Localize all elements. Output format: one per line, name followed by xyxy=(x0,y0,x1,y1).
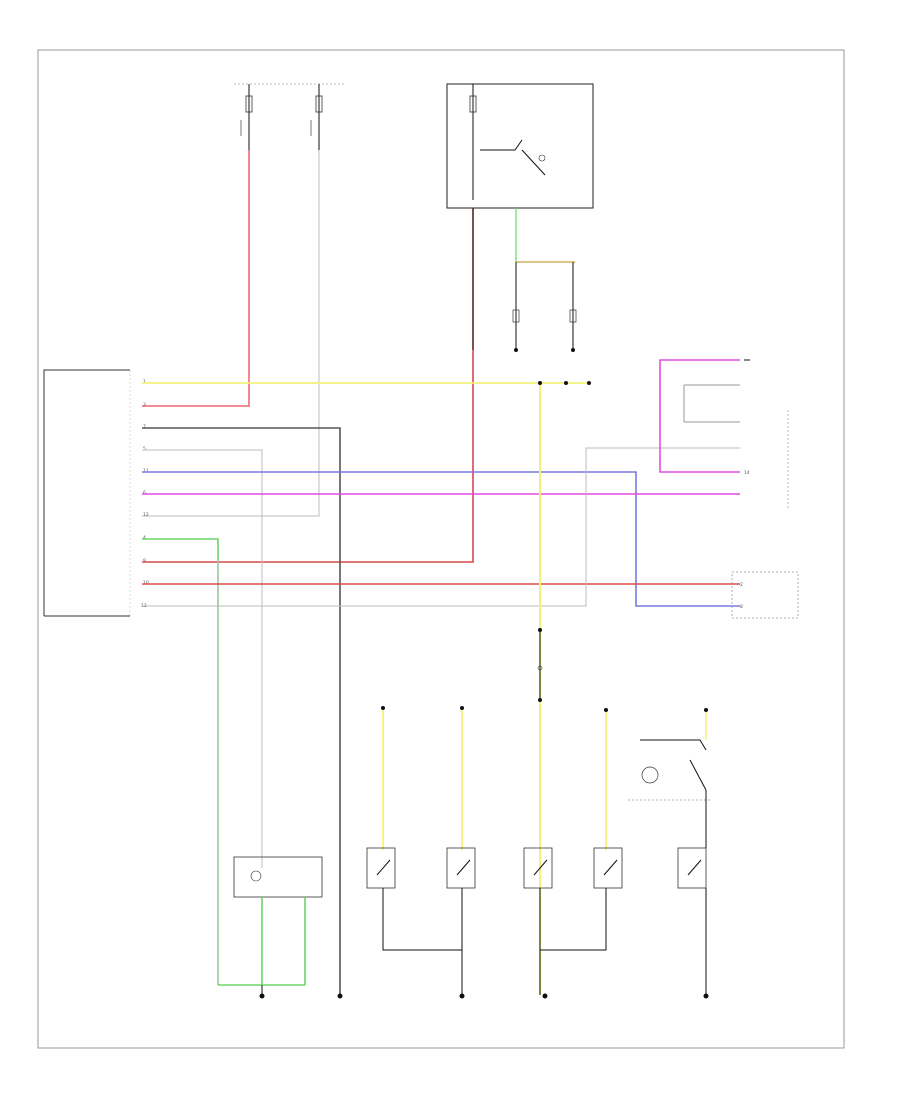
wire-dark xyxy=(142,427,341,995)
switch-row xyxy=(366,708,707,995)
pin-label: 7 xyxy=(143,424,146,430)
wire-gray-pin13 xyxy=(142,447,740,607)
diagram-border xyxy=(37,49,845,1049)
junction-box-top xyxy=(446,83,594,209)
pin-label: 6 xyxy=(143,490,146,496)
pin-label: 12 xyxy=(143,512,149,518)
wire-gray-pin7 xyxy=(142,449,263,868)
relay-box-lower-left xyxy=(218,856,323,995)
wire-blue xyxy=(142,471,740,607)
branch-under-junction xyxy=(512,208,577,350)
pin-label: 14 xyxy=(744,470,750,476)
pin-label: 1 xyxy=(143,379,146,385)
ground-points xyxy=(259,993,709,999)
fuse-block-left xyxy=(234,83,345,150)
pin-label: 10 xyxy=(143,580,149,586)
pin-label: 5 xyxy=(143,446,146,452)
pin-label: 4 xyxy=(143,535,146,541)
pin-label: 9 xyxy=(143,558,146,564)
wire-red xyxy=(142,208,474,563)
pin-label: 8 xyxy=(740,604,743,610)
lamp-switch-group xyxy=(628,739,712,848)
connector-right-upper xyxy=(659,359,789,510)
wire-gray-fuse xyxy=(142,150,320,517)
wire-pink xyxy=(142,150,250,407)
pin-label: 3 xyxy=(143,402,146,408)
pin-label: 11 xyxy=(143,468,149,474)
splice-points xyxy=(381,348,708,712)
connector-right-lower xyxy=(731,571,799,619)
pin-label: 2 xyxy=(740,582,743,588)
control-module: 1 3 7 5 11 6 12 4 9 10 13 xyxy=(43,369,149,617)
